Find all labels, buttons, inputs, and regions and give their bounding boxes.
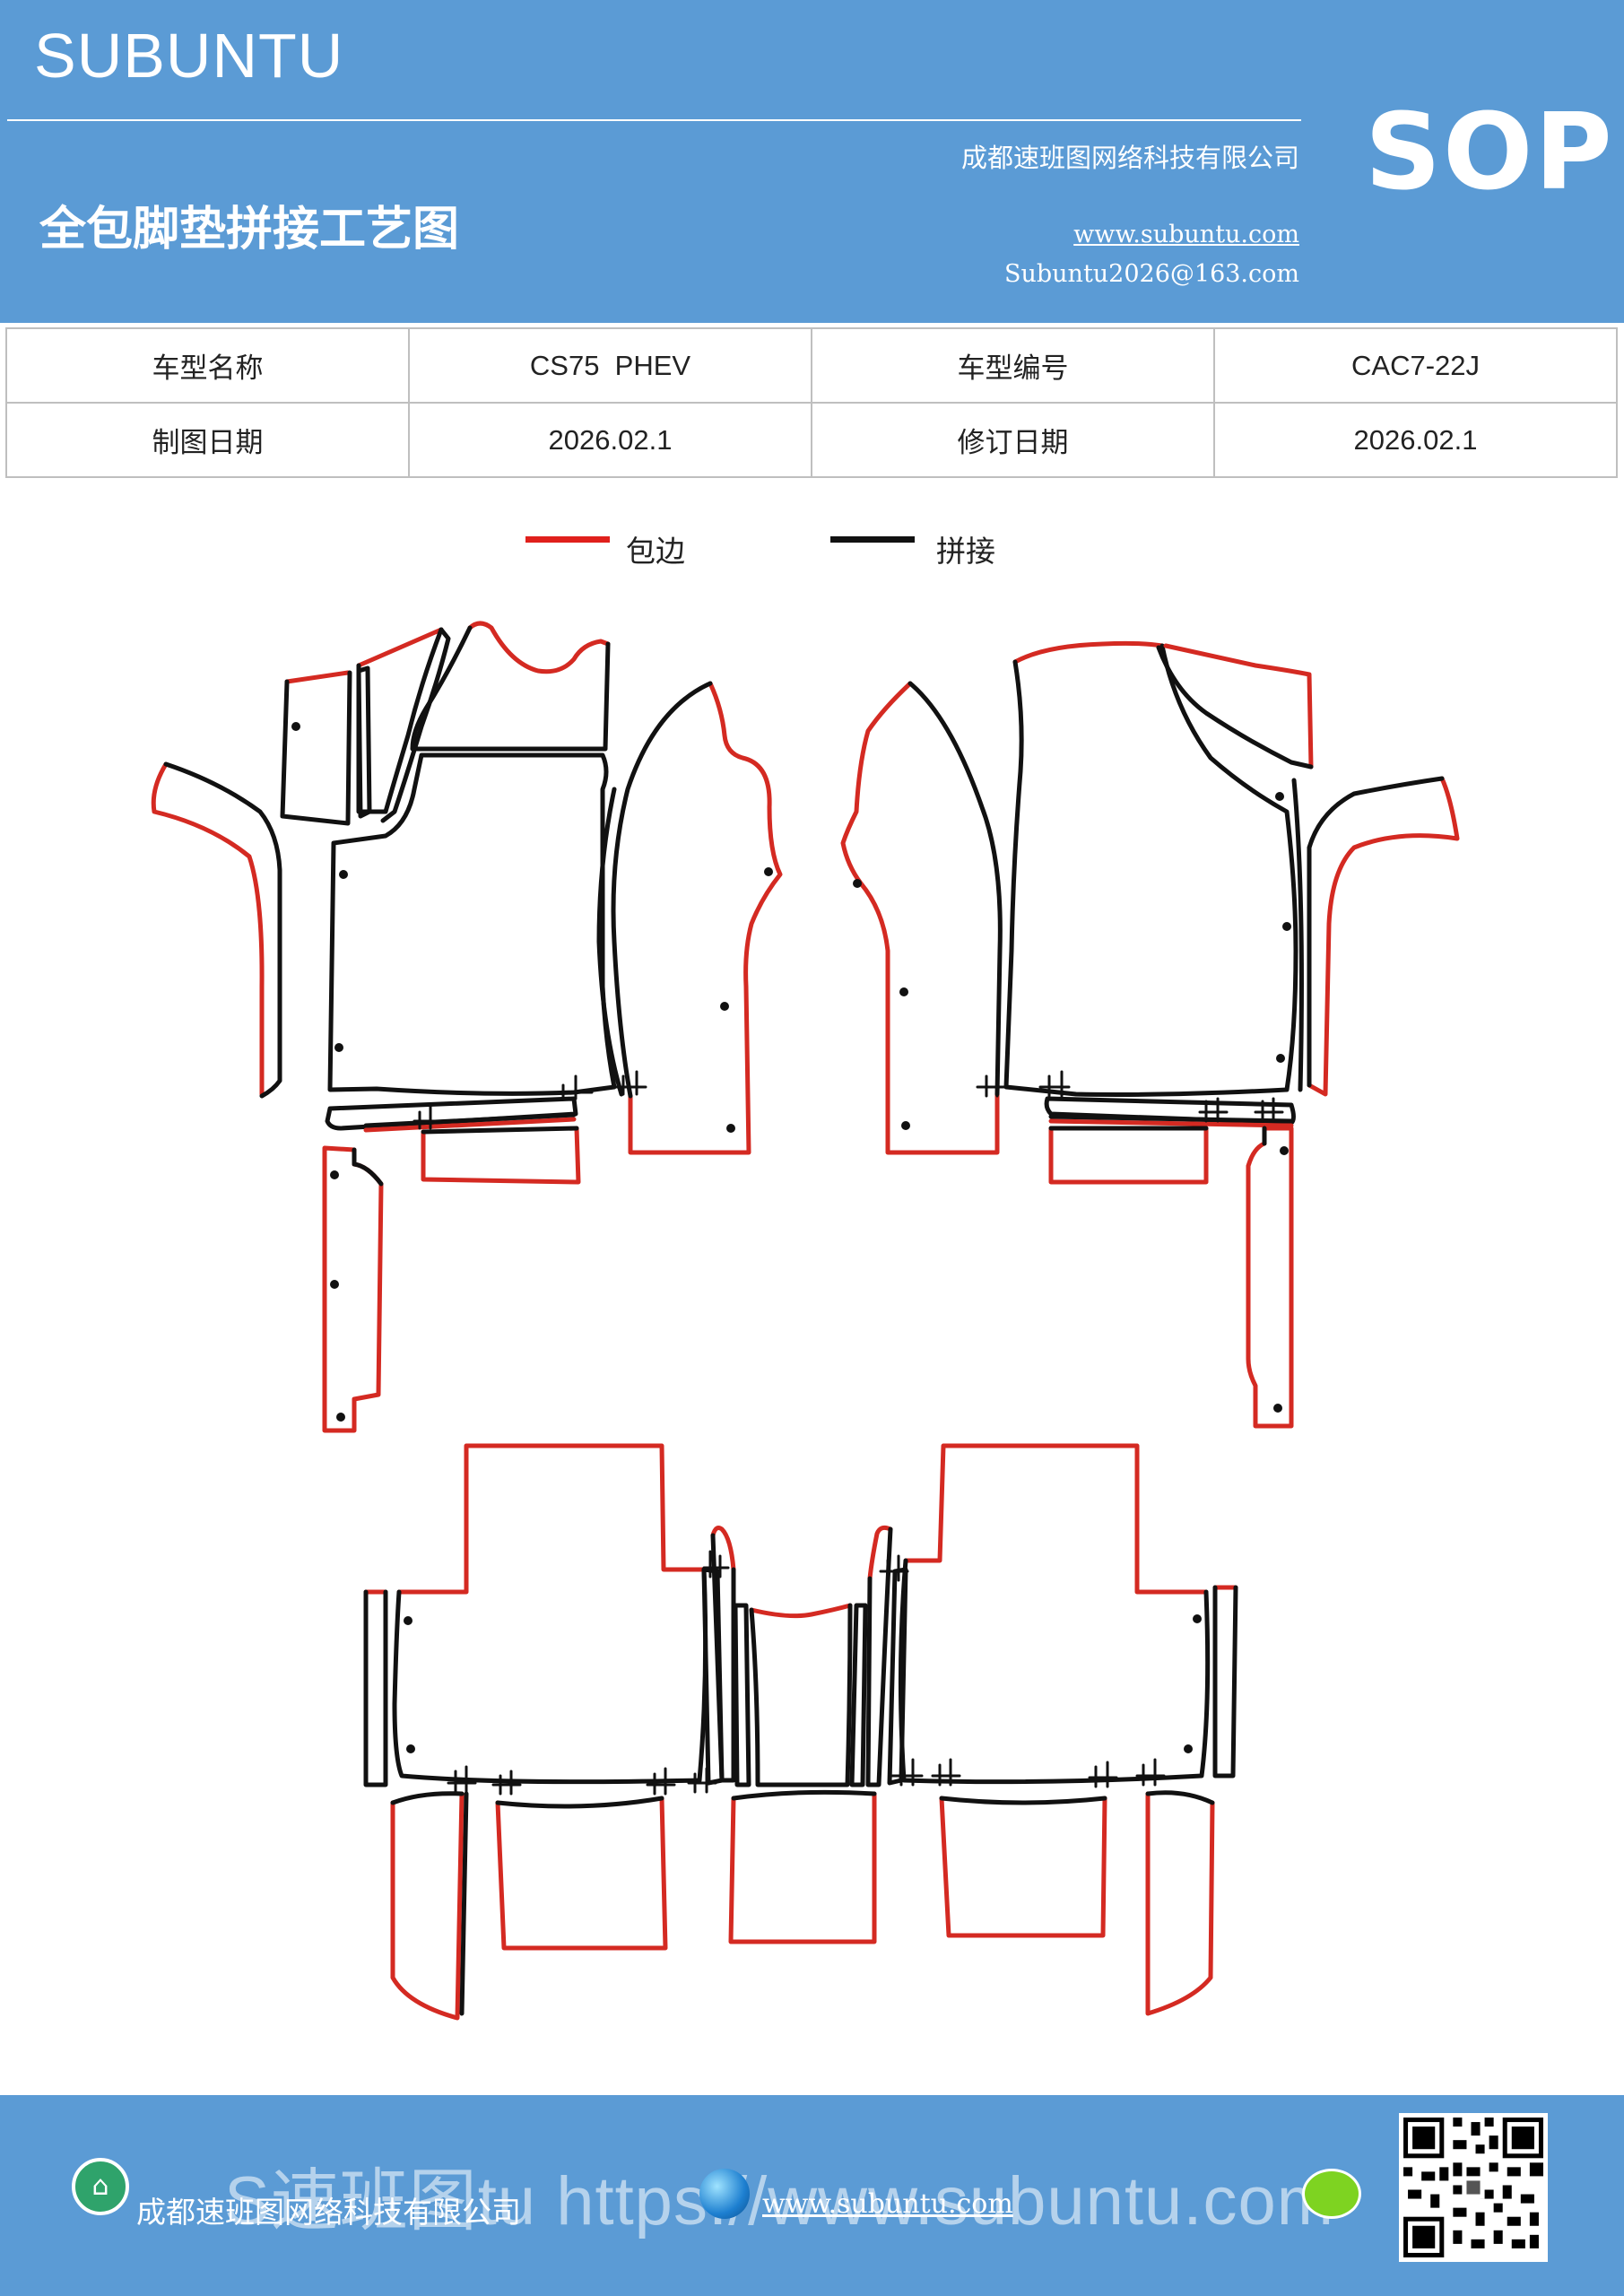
front-left-door-panel-seam-2 bbox=[596, 787, 624, 1097]
front-left-side-panel bbox=[151, 761, 265, 1097]
rear-center-footwell-seam bbox=[731, 1789, 877, 1801]
front-left-upper-strip-seam-2 bbox=[380, 627, 451, 823]
legend-splice-swatch bbox=[830, 536, 915, 543]
front-left-sill-strip-seam bbox=[352, 1147, 384, 1187]
rear-left-small-tab-seam bbox=[710, 1533, 736, 1783]
legend-splice-label: 拼接 bbox=[936, 534, 995, 569]
footer-website-link[interactable]: www.subuntu.com bbox=[762, 2188, 1013, 2220]
header-divider bbox=[7, 119, 1301, 121]
front-left-door-panel-seam bbox=[611, 681, 713, 1099]
front-right-corner-piece-seam bbox=[1156, 645, 1314, 770]
front-left-side-panel-seam bbox=[163, 761, 282, 1099]
legend-edge-binding-label: 包边 bbox=[626, 534, 685, 569]
vehicle-info-table: 车型名称 CS75 PHEV 车型编号 CAC7-22J 制图日期 2026.0… bbox=[5, 327, 1618, 478]
front-right-fastener-dots bbox=[853, 792, 1291, 1413]
model-code-label: 车型编号 bbox=[811, 327, 1215, 404]
revision-date-label: 修订日期 bbox=[811, 402, 1215, 478]
rear-center-right-strip bbox=[849, 1603, 868, 1787]
email-address[interactable]: Subuntu2026@163.com bbox=[1004, 260, 1299, 288]
draw-date-value: 2026.02.1 bbox=[408, 402, 812, 478]
sop-badge: SOP bbox=[1365, 90, 1614, 213]
model-name-label: 车型名称 bbox=[5, 327, 410, 404]
globe-icon bbox=[699, 2169, 750, 2219]
rear-right-main-seam bbox=[898, 1558, 1211, 1785]
rear-left-sill-seam-2 bbox=[459, 1791, 469, 2016]
rear-left-main-seam bbox=[392, 1567, 708, 1785]
brand-name: SUBUNTU bbox=[34, 21, 344, 91]
front-right-side-panel-seam bbox=[1307, 776, 1445, 1088]
rear-left-outer-strip-seam bbox=[363, 1589, 388, 1787]
rear-center-footwell bbox=[728, 1791, 877, 1944]
front-left-strip-seam bbox=[280, 670, 352, 826]
rear-left-footwell-seam bbox=[495, 1796, 664, 1809]
qr-code[interactable] bbox=[1399, 2113, 1548, 2262]
front-left-lower-strip-edge bbox=[363, 1117, 577, 1133]
revision-date-value: 2026.02.1 bbox=[1213, 402, 1618, 478]
footer-banner: S速班图tu https://www.subuntu.com ⌂ 成都速班图网络… bbox=[0, 2095, 1624, 2296]
legend-edge-binding-swatch bbox=[525, 536, 610, 543]
front-left-sill-strip bbox=[322, 1145, 384, 1433]
rear-left-sill bbox=[390, 1791, 465, 2021]
rear-right-sill bbox=[1145, 1791, 1215, 2016]
wechat-icon bbox=[1302, 2169, 1361, 2219]
building-icon: ⌂ bbox=[72, 2158, 129, 2215]
front-right-side-panel bbox=[1307, 776, 1460, 1097]
rear-center-seam bbox=[749, 1603, 853, 1787]
rear-right-main-top bbox=[903, 1443, 1209, 1595]
front-right-main-floor bbox=[1003, 643, 1298, 1097]
rear-left-main-top bbox=[396, 1443, 707, 1595]
rear-mat-group bbox=[363, 1443, 1238, 2021]
front-left-main-floor bbox=[327, 752, 617, 1096]
table-row: 制图日期 2026.02.1 修订日期 2026.02.1 bbox=[5, 402, 1618, 478]
model-code-value: CAC7-22J bbox=[1213, 327, 1618, 404]
front-right-lower-strip-edge bbox=[1048, 1118, 1294, 1128]
rear-center-left-strip bbox=[733, 1603, 751, 1787]
front-right-small-mat bbox=[1048, 1126, 1209, 1185]
model-name-value: CS75 PHEV bbox=[408, 327, 812, 404]
header-banner: SUBUNTU 全包脚垫拼接工艺图 成都速班图网络科技有限公司 www.subu… bbox=[0, 0, 1624, 323]
front-left-small-mat-seam bbox=[421, 1126, 579, 1135]
page-title: 全包脚垫拼接工艺图 bbox=[39, 203, 460, 257]
draw-date-label: 制图日期 bbox=[5, 402, 410, 478]
front-left-upper-strip-seam bbox=[356, 627, 444, 814]
front-left-upper-strip bbox=[356, 627, 444, 668]
front-left-lower-strip-2 bbox=[363, 1112, 577, 1128]
website-link[interactable]: www.subuntu.com bbox=[1073, 221, 1299, 248]
front-right-door-panel-seam bbox=[908, 681, 1003, 1097]
rear-center-top bbox=[749, 1603, 853, 1619]
front-right-mat-group bbox=[840, 640, 1460, 1429]
rear-fastener-dots bbox=[404, 1614, 1202, 1753]
rear-right-small-tab bbox=[867, 1525, 893, 1581]
front-left-fastener-dots bbox=[291, 722, 773, 1422]
front-left-mat-group bbox=[151, 621, 783, 1433]
table-row: 车型名称 CS75 PHEV 车型编号 CAC7-22J bbox=[5, 327, 1618, 404]
front-right-corner-piece bbox=[1163, 643, 1314, 770]
front-right-sill-strip bbox=[1246, 1126, 1294, 1429]
front-left-small-mat bbox=[421, 1126, 581, 1185]
front-left-door-panel bbox=[628, 681, 783, 1155]
rear-right-outer-strip-seam bbox=[1212, 1585, 1238, 1779]
rear-right-small-tab-seam bbox=[865, 1526, 893, 1787]
rear-splice-marks bbox=[447, 1550, 1166, 1796]
front-right-corner-piece-seam-2 bbox=[1291, 778, 1304, 1092]
front-right-main-top bbox=[1012, 640, 1165, 665]
rear-left-footwell bbox=[495, 1796, 668, 1951]
front-left-top-piece bbox=[467, 621, 611, 674]
rear-left-sill-seam bbox=[390, 1791, 465, 1805]
front-right-lower-strip-2 bbox=[1048, 1114, 1294, 1124]
rear-left-small-tab bbox=[710, 1526, 736, 1572]
footer-watermark: S速班图tu https://www.subuntu.com bbox=[224, 2163, 1335, 2239]
front-left-strip bbox=[284, 670, 351, 684]
rear-right-footwell-seam bbox=[939, 1796, 1107, 1805]
front-left-top-piece-seam bbox=[410, 625, 611, 752]
front-left-splice-marks bbox=[413, 1070, 647, 1130]
rear-right-footwell bbox=[939, 1796, 1107, 1938]
company-name: 成都速班图网络科技有限公司 bbox=[960, 143, 1299, 173]
rear-right-sill-seam bbox=[1145, 1790, 1215, 1805]
front-right-door-panel bbox=[840, 681, 1000, 1155]
footer-company-name: 成都速班图网络科技有限公司 bbox=[136, 2195, 521, 2230]
front-right-splice-marks bbox=[976, 1070, 1284, 1123]
